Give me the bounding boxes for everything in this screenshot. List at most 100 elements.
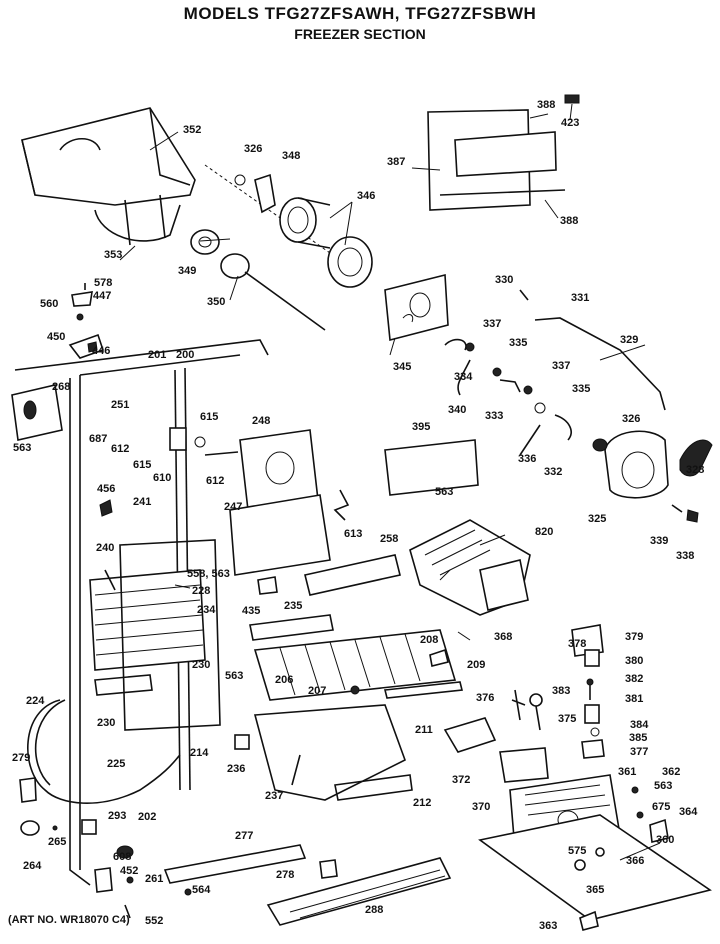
- part-label-385: 385: [629, 732, 647, 744]
- dispenser-linkage: [444, 289, 666, 456]
- part-label-328: 328: [686, 464, 704, 476]
- part-label-251: 251: [111, 399, 129, 411]
- evaporator-fan-assembly: [169, 427, 350, 576]
- part-label-456: 456: [97, 483, 115, 495]
- part-label-610: 610: [153, 472, 171, 484]
- part-label-388a: 388: [537, 99, 555, 111]
- part-label-337a: 337: [483, 318, 501, 330]
- part-label-382: 382: [625, 673, 643, 685]
- bracket-345: [384, 273, 449, 342]
- part-label-352: 352: [183, 124, 201, 136]
- part-label-336: 336: [518, 453, 536, 465]
- part-label-675: 675: [652, 801, 670, 813]
- auger-assembly: [190, 164, 373, 331]
- art-number: (ART NO. WR18070 C4): [8, 914, 130, 926]
- part-label-563c: 563: [225, 670, 243, 682]
- part-label-608: 608: [113, 851, 131, 863]
- part-label-552: 552: [145, 915, 163, 927]
- part-label-383: 383: [552, 685, 570, 697]
- part-label-366: 366: [626, 855, 644, 867]
- part-label-563a: 563: [13, 442, 31, 454]
- part-label-350: 350: [207, 296, 225, 308]
- part-label-264: 264: [23, 860, 42, 872]
- part-label-214: 214: [190, 747, 209, 759]
- part-label-200: 200: [176, 349, 194, 361]
- part-label-365: 365: [586, 884, 604, 896]
- part-label-340: 340: [448, 404, 466, 416]
- lower-left-hardware: [20, 819, 134, 919]
- part-label-334: 334: [454, 371, 473, 383]
- part-label-201: 201: [148, 349, 166, 361]
- part-label-207: 207: [308, 685, 326, 697]
- part-label-339: 339: [650, 535, 668, 547]
- part-label-612a: 612: [111, 443, 129, 455]
- part-label-370: 370: [472, 801, 490, 813]
- water-tube-224: [19, 699, 181, 804]
- part-label-563b: 563: [435, 486, 453, 498]
- part-label-235: 235: [284, 600, 302, 612]
- part-label-241: 241: [133, 496, 151, 508]
- part-label-423: 423: [561, 117, 579, 129]
- part-label-279: 279: [12, 752, 30, 764]
- part-label-228: 228: [192, 585, 210, 597]
- diagram-title: MODELS TFG27ZFSAWH, TFG27ZFSBWH: [183, 4, 537, 23]
- part-label-361: 361: [618, 766, 636, 778]
- part-label-372: 372: [452, 774, 470, 786]
- part-label-820: 820: [535, 526, 553, 538]
- part-label-380: 380: [625, 655, 643, 667]
- mounting-hardware-left: [68, 283, 105, 359]
- part-label-384: 384: [630, 719, 649, 731]
- part-label-333: 333: [485, 410, 503, 422]
- part-label-578: 578: [94, 277, 112, 289]
- part-label-277: 277: [235, 830, 253, 842]
- part-label-211: 211: [415, 724, 433, 736]
- part-label-326b: 326: [622, 413, 640, 425]
- part-label-395: 395: [412, 421, 430, 433]
- part-label-346: 346: [357, 190, 375, 202]
- part-label-575: 575: [568, 845, 586, 857]
- part-label-209: 209: [467, 659, 485, 671]
- part-label-560: 560: [40, 298, 58, 310]
- freezer-basket-211: [234, 704, 413, 801]
- part-label-278: 278: [276, 869, 294, 881]
- part-label-558_563: 558, 563: [187, 568, 230, 580]
- part-label-258: 258: [380, 533, 398, 545]
- part-label-615a: 615: [200, 411, 218, 423]
- part-label-563d: 563: [654, 780, 672, 792]
- part-label-450: 450: [47, 331, 65, 343]
- part-label-376: 376: [476, 692, 494, 704]
- part-label-234: 234: [197, 604, 216, 616]
- part-label-377: 377: [630, 746, 648, 758]
- machine-compartment-tray: [443, 717, 712, 931]
- leader-lines: [119, 103, 661, 861]
- part-label-268: 268: [52, 381, 70, 393]
- part-label-348: 348: [282, 150, 300, 162]
- part-label-206: 206: [275, 674, 293, 686]
- part-label-362: 362: [662, 766, 680, 778]
- part-label-326a: 326: [244, 143, 262, 155]
- part-label-332: 332: [544, 466, 562, 478]
- part-label-330: 330: [495, 274, 513, 286]
- part-label-202: 202: [138, 811, 156, 823]
- part-label-212: 212: [413, 797, 431, 809]
- part-label-378: 378: [568, 638, 586, 650]
- part-label-452: 452: [120, 865, 138, 877]
- part-label-335a: 335: [509, 337, 527, 349]
- part-label-247: 247: [224, 501, 242, 513]
- part-label-225: 225: [107, 758, 125, 770]
- part-label-363: 363: [539, 920, 557, 932]
- part-label-379: 379: [625, 631, 643, 643]
- part-label-446: 446: [92, 345, 110, 357]
- part-label-338: 338: [676, 550, 694, 562]
- part-label-345: 345: [393, 361, 411, 373]
- part-label-261: 261: [145, 873, 163, 885]
- part-label-224: 224: [26, 695, 45, 707]
- part-label-331: 331: [571, 292, 589, 304]
- switch-268: [11, 384, 63, 441]
- auger-motor-325: [592, 430, 713, 523]
- freezer-shelves: [249, 554, 463, 701]
- part-label-265: 265: [48, 836, 66, 848]
- part-label-236: 236: [227, 763, 245, 775]
- control-components: [511, 624, 605, 759]
